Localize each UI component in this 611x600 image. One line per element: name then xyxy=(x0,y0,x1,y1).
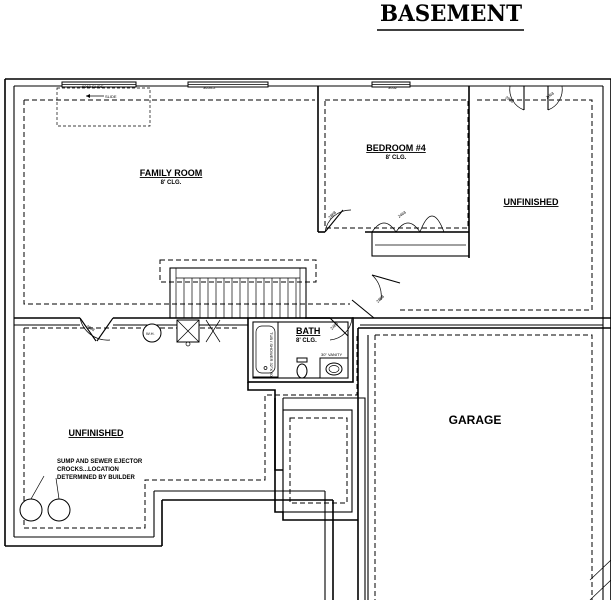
window-tag-1: 6068 SLIDE xyxy=(82,84,104,89)
bath-ceiling: 8' CLG. xyxy=(296,338,317,344)
vanity-label: 30" VANITY xyxy=(321,352,342,357)
garage-door xyxy=(589,559,611,600)
vanity-icon xyxy=(319,357,349,379)
tub-shower-icon xyxy=(252,321,279,378)
water-heater-icon xyxy=(142,323,162,343)
sump-note-line1: SUMP AND SEWER EJECTOR xyxy=(57,459,143,465)
chase-icon xyxy=(205,319,221,343)
family-room-ceiling: 8' CLG. xyxy=(161,180,182,186)
bedroom-walls xyxy=(317,86,470,258)
garage-walls xyxy=(247,327,611,600)
sump-note-line3: DETERMINED BY BUILDER xyxy=(57,475,136,481)
garage-label: GARAGE xyxy=(449,413,502,427)
door-tag-6: 2468 xyxy=(329,320,339,330)
sump-crock-icons xyxy=(19,475,71,522)
door-tag-1: 2868 xyxy=(86,324,97,333)
window-tag-2: 3653-2 xyxy=(203,85,216,90)
windows xyxy=(61,81,411,88)
slide-window-well xyxy=(56,87,151,127)
unfinished-left-label: UNFINISHED xyxy=(68,428,124,438)
water-heater-label: W.H. xyxy=(146,331,155,336)
window-tag-3: 3052 xyxy=(388,85,398,90)
interior-dashed-outlines xyxy=(23,99,593,600)
bath-label: BATH xyxy=(296,326,320,336)
slide-arrow-icon xyxy=(86,94,104,98)
toilet-icon xyxy=(296,357,308,379)
tub-label: TUB / SHOWER 32"X 60" xyxy=(269,332,274,379)
door-tag-3: 2468 xyxy=(397,209,408,219)
plan-title: BASEMENT xyxy=(380,1,523,27)
doors xyxy=(79,85,563,342)
bedroom-label: BEDROOM #4 xyxy=(366,143,426,153)
furnace-icon xyxy=(176,319,200,347)
door-tag-7: 2868 xyxy=(545,90,556,100)
door-tag-4: 2868 xyxy=(504,95,515,105)
sump-note-line2: CROCKS...LOCATION xyxy=(57,467,119,473)
door-tag-2: 2868 xyxy=(327,209,337,219)
bedroom-ceiling: 8' CLG. xyxy=(386,155,407,161)
family-room-label: FAMILY ROOM xyxy=(140,168,203,178)
stairs xyxy=(159,259,317,319)
slide-label: SLIDE xyxy=(105,94,117,99)
unfinished-right-label: UNFINISHED xyxy=(503,197,559,207)
door-tag-5: 2868 xyxy=(375,293,385,303)
